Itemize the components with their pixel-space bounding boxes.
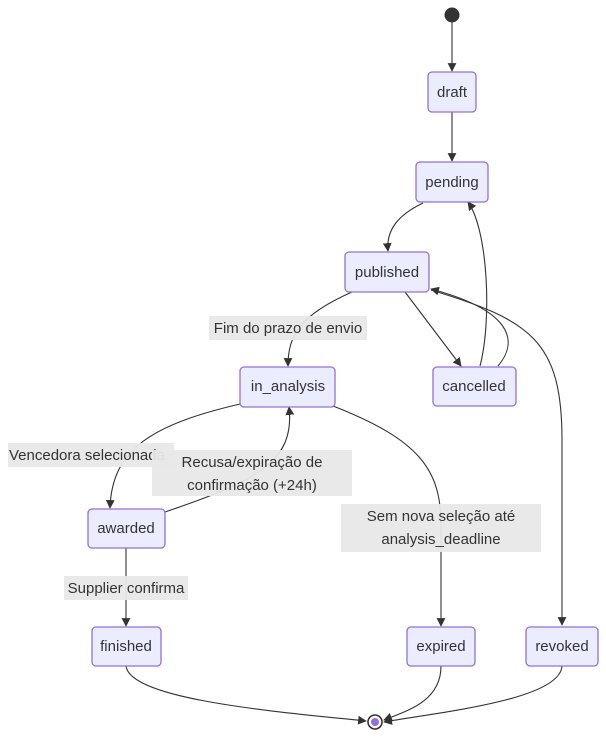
state-expired[interactable]: expired xyxy=(406,626,476,667)
state-finished[interactable]: finished xyxy=(91,626,162,667)
state-finished-label: finished xyxy=(100,638,152,655)
state-pending-label: pending xyxy=(425,174,478,191)
edge-expired-end xyxy=(383,665,442,722)
label-supplier-text: Supplier confirma xyxy=(68,580,185,597)
label-vencedora-text: Vencedora selecionada xyxy=(9,447,166,464)
state-expired-label: expired xyxy=(416,638,465,655)
label-sem-selecao-line1: Sem nova seleção até xyxy=(367,508,515,525)
edge-revoked-end xyxy=(383,665,563,725)
state-cancelled-label: cancelled xyxy=(442,378,505,395)
edge-pending-published xyxy=(382,202,424,252)
state-draft-label: draft xyxy=(437,84,468,101)
edge-cancelled-pending xyxy=(467,201,488,367)
state-draft[interactable]: draft xyxy=(427,71,477,113)
state-revoked[interactable]: revoked xyxy=(525,626,599,667)
state-in-analysis[interactable]: in_analysis xyxy=(239,366,336,408)
state-revoked-label: revoked xyxy=(535,638,588,655)
label-fim-prazo: Fim do prazo de envio xyxy=(209,316,367,340)
state-awarded-label: awarded xyxy=(97,520,155,537)
label-fim-prazo-text: Fim do prazo de envio xyxy=(214,320,362,337)
label-supplier: Supplier confirma xyxy=(64,576,188,600)
state-awarded[interactable]: awarded xyxy=(87,508,166,549)
label-recusa-line1: Recusa/expiração de xyxy=(182,454,323,471)
edge-published-revoked xyxy=(430,289,567,626)
edges xyxy=(105,22,567,725)
label-vencedora: Vencedora selecionada xyxy=(8,443,174,467)
edge-cancelled-published xyxy=(430,286,509,367)
state-cancelled[interactable]: cancelled xyxy=(432,366,517,407)
label-recusa-line2: confirmação (+24h) xyxy=(187,477,317,494)
state-published-label: published xyxy=(355,264,419,281)
label-recusa: Recusa/expiração de confirmação (+24h) xyxy=(152,450,352,496)
label-sem-selecao: Sem nova seleção até analysis_deadline xyxy=(341,504,541,552)
label-sem-selecao-line2: analysis_deadline xyxy=(381,531,500,548)
state-pending[interactable]: pending xyxy=(415,161,489,203)
end-node xyxy=(367,714,383,730)
edge-finished-end xyxy=(125,665,367,725)
edge-published-cancelled xyxy=(404,291,462,367)
state-published[interactable]: published xyxy=(344,251,430,293)
state-in-analysis-label: in_analysis xyxy=(251,378,325,395)
start-node xyxy=(444,7,460,23)
edge-in-analysis-awarded xyxy=(105,403,241,509)
